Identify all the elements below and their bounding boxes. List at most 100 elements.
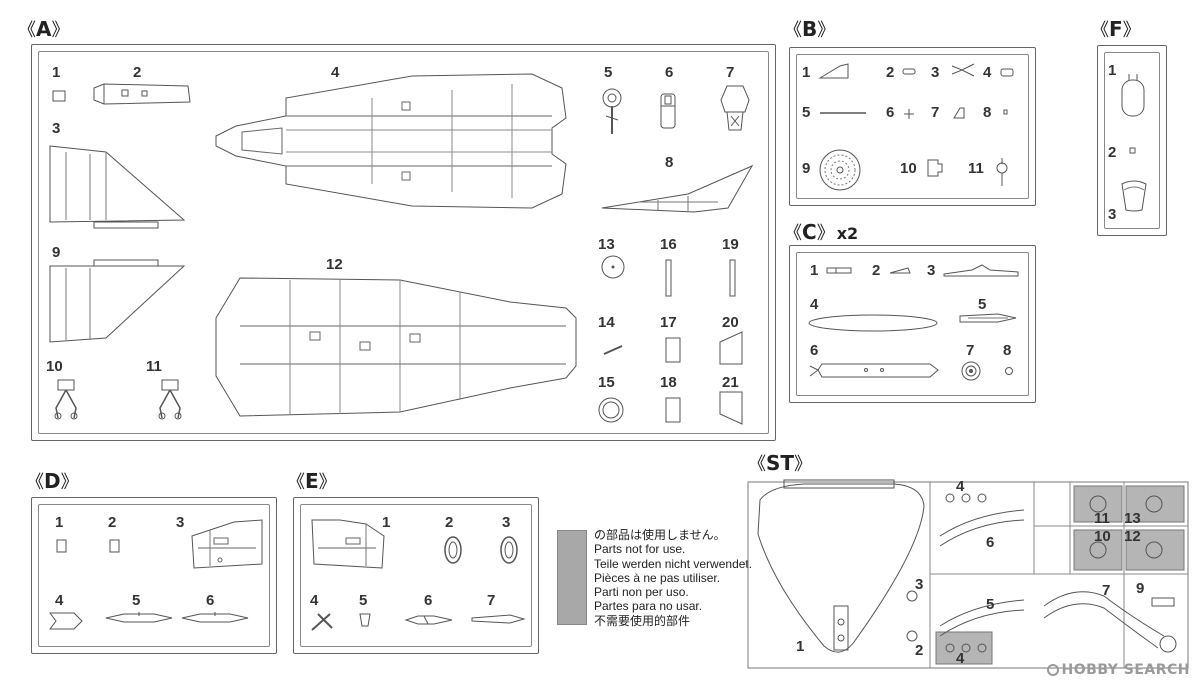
part-b-5-shape — [818, 110, 868, 116]
part-b-2-shape — [902, 68, 918, 76]
sprue-e-label: E — [305, 469, 319, 493]
sprue-c-qty: x2 — [836, 224, 859, 243]
part-b-3-number: 3 — [931, 64, 940, 81]
notice-line-fr: Pièces à ne pas utiliser. — [594, 570, 721, 585]
part-f-1-number: 1 — [1108, 62, 1117, 79]
part-e-1-shape — [310, 518, 386, 572]
sprue-st-frame — [744, 476, 1192, 676]
part-b-3-shape — [950, 62, 976, 78]
part-a-19-number: 19 — [722, 236, 739, 253]
part-a-5-number: 5 — [604, 64, 613, 81]
part-c-6-shape — [806, 360, 940, 382]
part-b-9-number: 9 — [802, 160, 811, 177]
part-e-5-shape — [358, 612, 372, 630]
sprue-b-title: 《B》 — [784, 17, 836, 41]
part-a-7-number: 7 — [726, 64, 735, 81]
sprue-e-frame — [293, 497, 539, 654]
part-st-10-number: 10 — [1094, 528, 1111, 545]
part-a-6-number: 6 — [665, 64, 674, 81]
sprue-d-label: D — [44, 469, 61, 493]
part-a-3-shape — [46, 142, 188, 232]
part-e-7-shape — [470, 612, 526, 626]
part-e-7-number: 7 — [487, 592, 496, 609]
part-b-7-shape — [952, 106, 966, 120]
part-a-5-shape — [600, 86, 626, 138]
part-a-14-number: 14 — [598, 314, 615, 331]
sprue-c-title: 《C》x2 — [784, 220, 859, 244]
part-a-10-number: 10 — [46, 358, 63, 375]
part-st-4a-number: 4 — [956, 478, 965, 495]
part-st-6-number: 6 — [986, 534, 995, 551]
part-st-1-number: 1 — [796, 638, 805, 655]
part-f-3-shape — [1118, 180, 1150, 214]
unused-parts-swatch — [557, 530, 587, 625]
part-d-2-shape — [108, 538, 122, 554]
part-d-1-number: 1 — [55, 514, 64, 531]
part-b-8-shape — [1002, 108, 1010, 116]
part-d-3-number: 3 — [176, 514, 185, 531]
sprue-d-title: 《D》 — [26, 469, 79, 493]
part-b-11-shape — [994, 156, 1010, 190]
part-st-9-number: 9 — [1136, 580, 1145, 597]
part-st-2-number: 2 — [915, 642, 924, 659]
part-e-2-number: 2 — [445, 514, 454, 531]
part-a-4-number: 4 — [331, 64, 340, 81]
part-f-1-shape — [1118, 70, 1148, 120]
part-a-2-number: 2 — [133, 64, 142, 81]
sprue-f-label: F — [1109, 17, 1123, 41]
part-b-10-number: 10 — [900, 160, 917, 177]
part-a-8-number: 8 — [665, 154, 674, 171]
part-a-18-shape — [664, 396, 684, 426]
watermark-text: HOBBY SEARCH — [1061, 662, 1190, 678]
part-a-3-number: 3 — [52, 120, 61, 137]
part-d-4-number: 4 — [55, 592, 64, 609]
part-b-5-number: 5 — [802, 104, 811, 121]
part-b-6-number: 6 — [886, 104, 895, 121]
sprue-a-label: A — [36, 17, 52, 41]
part-d-4-shape — [48, 610, 84, 632]
part-a-19-shape — [728, 258, 738, 298]
part-a-1-number: 1 — [52, 64, 61, 81]
unused-parts-notice: の部品は使用しません。 Parts not for use. Teile wer… — [594, 528, 752, 628]
part-c-7-number: 7 — [966, 342, 975, 359]
part-e-3-shape — [498, 534, 520, 566]
part-a-9-number: 9 — [52, 244, 61, 261]
sprue-e-title: 《E》 — [287, 469, 337, 493]
part-c-3-shape — [942, 262, 1022, 278]
part-d-5-shape — [104, 610, 174, 626]
part-a-12-shape — [210, 272, 580, 422]
part-st-12-number: 12 — [1124, 528, 1141, 545]
part-b-6-shape — [904, 109, 914, 119]
part-f-2-shape — [1128, 146, 1138, 156]
part-e-3-number: 3 — [502, 514, 511, 531]
part-b-10-shape — [926, 158, 944, 178]
part-c-4-shape — [806, 312, 940, 334]
part-b-11-number: 11 — [968, 160, 984, 177]
part-a-21-number: 21 — [722, 374, 739, 391]
part-c-7-shape — [960, 360, 982, 382]
part-c-1-number: 1 — [810, 262, 819, 279]
part-c-1-shape — [826, 266, 854, 276]
hobby-search-logo-icon — [1046, 664, 1059, 676]
part-e-4-number: 4 — [310, 592, 319, 609]
notice-line-zh: 不需要使用的部件 — [594, 613, 691, 628]
part-a-13-number: 13 — [598, 236, 615, 253]
part-f-2-number: 2 — [1108, 144, 1117, 161]
part-c-6-number: 6 — [810, 342, 819, 359]
part-e-1-number: 1 — [382, 514, 391, 531]
notice-line-es: Partes para no usar. — [594, 599, 703, 614]
part-a-11-shape — [156, 378, 184, 422]
part-a-4-shape — [212, 70, 572, 212]
notice-line-it: Parti non per uso. — [594, 585, 689, 600]
part-st-4b-number: 4 — [956, 650, 965, 667]
part-a-9-shape — [46, 258, 188, 350]
part-e-5-number: 5 — [359, 592, 368, 609]
part-b-2-number: 2 — [886, 64, 895, 81]
part-b-8-number: 8 — [983, 104, 992, 121]
part-st-11-number: 11 — [1094, 510, 1110, 527]
part-a-18-number: 18 — [660, 374, 677, 391]
part-c-5-number: 5 — [978, 296, 987, 313]
part-a-14-shape — [602, 342, 626, 358]
sprue-st-title: 《ST》 — [748, 451, 813, 475]
part-b-4-number: 4 — [983, 64, 992, 81]
